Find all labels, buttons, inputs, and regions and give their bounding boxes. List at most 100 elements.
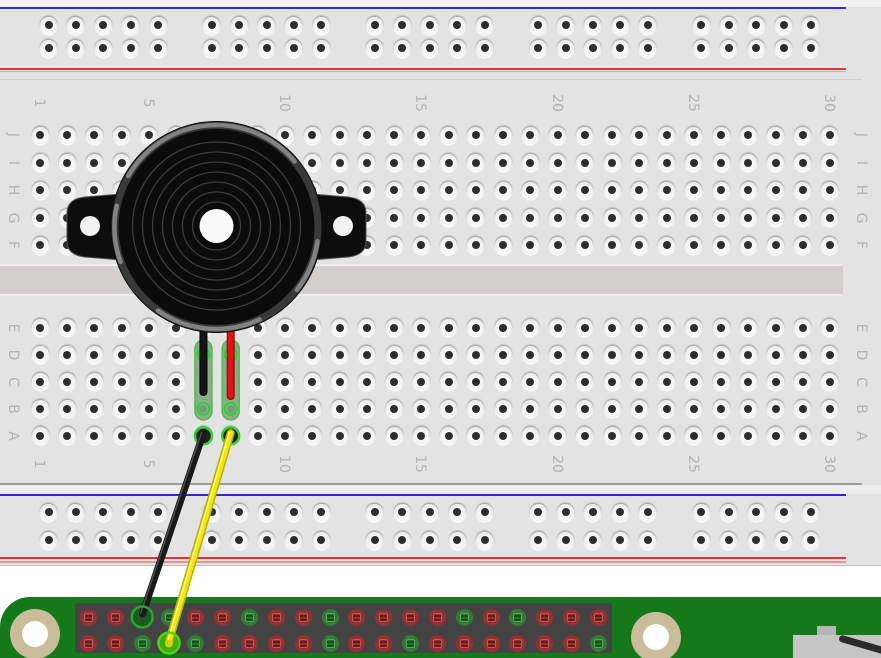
- breadboard-hole[interactable]: [222, 427, 240, 445]
- breadboard-hole[interactable]: [821, 236, 839, 254]
- breadboard-hole[interactable]: [31, 346, 49, 364]
- breadboard-hole[interactable]: [494, 427, 512, 445]
- breadboard-hole[interactable]: [576, 181, 594, 199]
- power-rail-hole[interactable]: [258, 531, 275, 549]
- power-rail-hole[interactable]: [584, 503, 602, 521]
- power-rail-hole[interactable]: [149, 39, 167, 57]
- breadboard-hole[interactable]: [358, 236, 376, 254]
- breadboard-hole[interactable]: [194, 373, 212, 391]
- breadboard-hole[interactable]: [58, 427, 76, 445]
- breadboard-hole[interactable]: [467, 236, 485, 254]
- breadboard-hole[interactable]: [31, 126, 49, 144]
- breadboard-hole[interactable]: [494, 373, 512, 391]
- power-rail-hole[interactable]: [230, 39, 248, 57]
- power-rail-hole[interactable]: [312, 503, 330, 521]
- breadboard-hole[interactable]: [303, 209, 321, 226]
- breadboard-hole[interactable]: [140, 373, 158, 391]
- power-rail-hole[interactable]: [448, 503, 466, 521]
- breadboard-hole[interactable]: [739, 154, 757, 171]
- breadboard-hole[interactable]: [685, 427, 703, 445]
- breadboard-hole[interactable]: [194, 209, 212, 226]
- power-rail-hole[interactable]: [366, 16, 384, 34]
- power-rail-hole[interactable]: [720, 503, 738, 521]
- power-rail-hole[interactable]: [366, 503, 384, 521]
- power-rail-hole[interactable]: [611, 39, 629, 57]
- power-rail-hole[interactable]: [476, 531, 493, 549]
- breadboard-hole[interactable]: [222, 181, 240, 199]
- breadboard-hole[interactable]: [58, 400, 76, 418]
- power-rail-hole[interactable]: [67, 531, 85, 549]
- breadboard-hole[interactable]: [331, 346, 349, 364]
- breadboard-hole[interactable]: [712, 209, 730, 226]
- power-rail-hole[interactable]: [258, 16, 275, 34]
- gpio-pin-top-12[interactable]: [375, 608, 393, 626]
- breadboard-hole[interactable]: [603, 154, 621, 171]
- breadboard-hole[interactable]: [630, 346, 648, 364]
- power-rail-hole[interactable]: [258, 503, 275, 521]
- breadboard-hole[interactable]: [440, 209, 458, 226]
- breadboard-hole[interactable]: [85, 209, 103, 226]
- breadboard-hole[interactable]: [249, 126, 267, 144]
- breadboard-hole[interactable]: [167, 209, 185, 226]
- breadboard-hole[interactable]: [331, 154, 349, 171]
- power-rail-hole[interactable]: [312, 16, 330, 34]
- breadboard-hole[interactable]: [113, 209, 131, 226]
- breadboard-hole[interactable]: [494, 236, 512, 254]
- breadboard-hole[interactable]: [576, 346, 594, 364]
- breadboard-hole[interactable]: [467, 373, 485, 391]
- breadboard-hole[interactable]: [521, 400, 539, 418]
- breadboard-hole[interactable]: [467, 319, 485, 336]
- breadboard-hole[interactable]: [85, 126, 103, 144]
- breadboard-hole[interactable]: [767, 154, 784, 171]
- power-rail-hole[interactable]: [476, 503, 493, 521]
- breadboard-hole[interactable]: [767, 427, 784, 445]
- breadboard-hole[interactable]: [467, 154, 485, 171]
- power-rail-hole[interactable]: [421, 503, 439, 521]
- breadboard-hole[interactable]: [222, 400, 240, 418]
- gpio-pin-top-15[interactable]: [455, 608, 473, 626]
- power-rail-hole[interactable]: [285, 503, 303, 521]
- breadboard-hole[interactable]: [739, 400, 757, 418]
- breadboard-hole[interactable]: [521, 126, 539, 144]
- breadboard-hole[interactable]: [276, 319, 294, 336]
- breadboard-hole[interactable]: [331, 181, 349, 199]
- power-rail-hole[interactable]: [639, 503, 657, 521]
- power-rail-hole[interactable]: [775, 531, 792, 549]
- breadboard-hole[interactable]: [658, 126, 676, 144]
- power-rail-hole[interactable]: [203, 39, 221, 57]
- power-rail-hole[interactable]: [611, 16, 629, 34]
- breadboard-hole[interactable]: [630, 427, 648, 445]
- gpio-pin-bottom-8[interactable]: [267, 634, 285, 652]
- breadboard-hole[interactable]: [603, 400, 621, 418]
- breadboard-hole[interactable]: [85, 236, 103, 254]
- breadboard-hole[interactable]: [685, 154, 703, 171]
- breadboard-hole[interactable]: [222, 373, 240, 391]
- gpio-pin-top-14[interactable]: [428, 608, 446, 626]
- power-rail-hole[interactable]: [802, 503, 820, 521]
- breadboard-hole[interactable]: [712, 181, 730, 199]
- gpio-pin-bottom-1[interactable]: [80, 634, 97, 652]
- breadboard-hole[interactable]: [821, 209, 839, 226]
- breadboard-hole[interactable]: [167, 427, 185, 445]
- breadboard-hole[interactable]: [494, 346, 512, 364]
- power-rail-hole[interactable]: [230, 503, 248, 521]
- breadboard-hole[interactable]: [794, 373, 812, 391]
- breadboard-hole[interactable]: [521, 373, 539, 391]
- breadboard-hole[interactable]: [467, 400, 485, 418]
- breadboard-hole[interactable]: [549, 427, 567, 445]
- breadboard-hole[interactable]: [739, 181, 757, 199]
- power-rail-hole[interactable]: [639, 16, 657, 34]
- breadboard-hole[interactable]: [113, 373, 131, 391]
- breadboard-hole[interactable]: [194, 319, 212, 336]
- gpio-pin-top-11[interactable]: [348, 608, 366, 626]
- breadboard-hole[interactable]: [494, 209, 512, 226]
- breadboard-hole[interactable]: [113, 181, 131, 199]
- breadboard-hole[interactable]: [385, 373, 403, 391]
- breadboard-hole[interactable]: [85, 319, 103, 336]
- breadboard-hole[interactable]: [630, 181, 648, 199]
- breadboard-hole[interactable]: [412, 154, 430, 171]
- breadboard-hole[interactable]: [222, 346, 240, 364]
- breadboard-hole[interactable]: [685, 181, 703, 199]
- breadboard-hole[interactable]: [358, 319, 376, 336]
- breadboard-hole[interactable]: [85, 427, 103, 445]
